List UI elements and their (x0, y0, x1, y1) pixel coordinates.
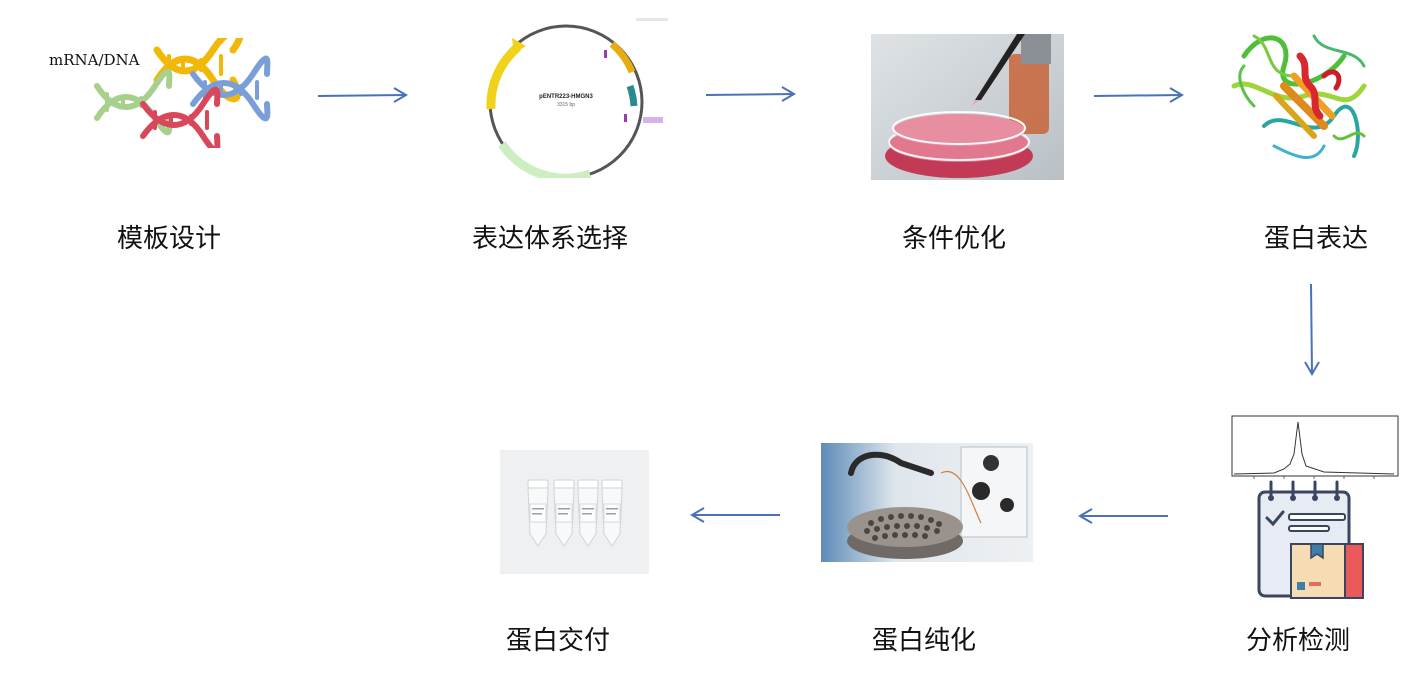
protein-tubes-photo (500, 450, 649, 574)
dna-helix-icon: mRNA/DNA (49, 27, 271, 154)
template-tag: mRNA/DNA (49, 51, 140, 69)
analysis-checklist (1257, 480, 1365, 600)
dna-blue-helix (190, 55, 271, 122)
plasmid-name: pENTR223-HMGN3 (539, 94, 593, 100)
protein-structure (1224, 16, 1378, 176)
step-label-protein-purification: 蛋白纯化 (872, 626, 977, 656)
autosampler-icon (821, 443, 1033, 562)
purification-instrument-photo (821, 443, 1033, 562)
arrow-left-icon (690, 507, 780, 523)
arrow-right-icon (1093, 87, 1184, 103)
plasmid-circle-icon: pENTR223-HMGN3 3315 bp (486, 18, 668, 183)
plasmid-map: pENTR223-HMGN3 3315 bp (480, 16, 670, 183)
step-label-condition-optimization: 条件优化 (902, 224, 1007, 254)
arrow-right-icon (317, 87, 408, 103)
chromatogram-icon (1231, 415, 1399, 479)
step-label-protein-expression: 蛋白表达 (1264, 224, 1369, 254)
step-label-protein-delivery: 蛋白交付 (506, 626, 611, 656)
chromatogram-chart (1224, 414, 1400, 484)
protein-ribbon-icon (1231, 34, 1367, 160)
clipboard-box-icon (1257, 480, 1364, 599)
dna-yellow-helix (153, 27, 244, 103)
arrow-right-icon (705, 86, 796, 102)
arrow-left-icon (1078, 508, 1168, 524)
dna-red-helix (140, 86, 221, 154)
petri-dish-photo (871, 34, 1064, 180)
plasmid-size: 3315 bp (557, 102, 575, 108)
step-label-template-design: 模板设计 (117, 224, 222, 254)
step-label-analysis-detection: 分析检测 (1246, 626, 1351, 656)
step-label-expression-system: 表达体系选择 (472, 224, 629, 254)
arrow-down-icon (1304, 283, 1320, 376)
sample-tubes-icon (500, 450, 649, 574)
dna-illustration: mRNA/DNA (45, 27, 275, 154)
pipette-petri-icon (871, 34, 1064, 180)
